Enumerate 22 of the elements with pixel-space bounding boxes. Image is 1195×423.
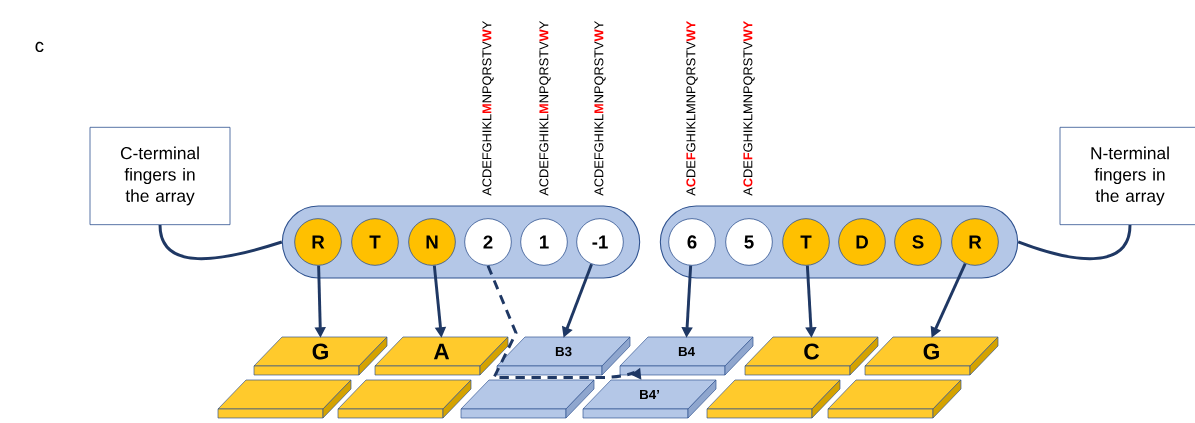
base-tile	[217, 379, 352, 419]
base-tile: B4’	[582, 379, 717, 419]
leader-line	[1017, 224, 1132, 261]
base-tile: C	[744, 336, 879, 376]
panel-letter: c	[35, 41, 44, 53]
amino-acid-list: ACDEFGHIKLMNPQRSTVWY	[594, 21, 606, 196]
base-tile	[706, 379, 841, 419]
amino-acid-list: ACDEFGHIKLMNPQRSTVWY	[482, 21, 494, 196]
base-tile	[337, 379, 472, 419]
base-tile: B3	[496, 336, 631, 376]
callout-box: C-terminal fingers in the array	[89, 126, 231, 226]
amino-acid-list: ACDEFGHIKLMNPQRSTVWY	[686, 21, 698, 196]
leader-line	[158, 224, 283, 261]
base-tile: B4	[619, 336, 754, 376]
base-tile: G	[253, 336, 388, 376]
callout-box: N-terminal fingers in the array	[1059, 126, 1195, 226]
base-tile	[827, 379, 962, 419]
base-tile: A	[374, 336, 509, 376]
amino-acid-list: ACDEFGHIKLMNPQRSTVWY	[743, 21, 755, 196]
amino-acid-list: ACDEFGHIKLMNPQRSTVWY	[539, 21, 551, 196]
base-tile	[460, 379, 595, 419]
base-tile: G	[864, 336, 999, 376]
